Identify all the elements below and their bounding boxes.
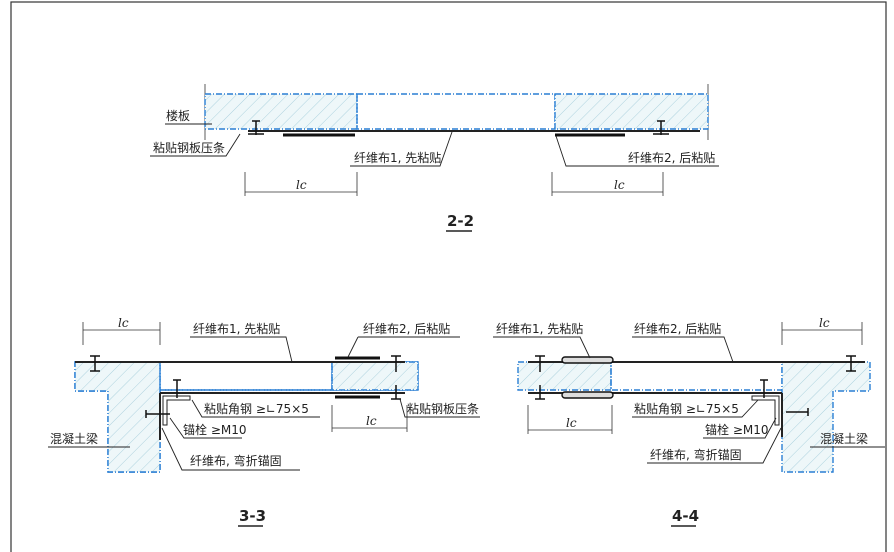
label-angle: 粘贴角钢 ≥∟75×5	[204, 401, 309, 416]
slab-opening	[356, 93, 556, 130]
section-title: 3-3	[239, 507, 266, 525]
section-3-3: lc lc 纤维布1, 先粘贴 纤维布2, 后粘贴 粘贴角钢 ≥∟75×5 锚栓…	[48, 316, 480, 527]
label-fiber1: 纤维布1, 先粘贴	[496, 321, 583, 336]
bolt-icon	[391, 355, 401, 400]
dim-label-lc: lc	[614, 178, 625, 192]
concrete-beam	[781, 361, 871, 473]
label-fiber1: 纤维布1, 先粘贴	[193, 321, 280, 336]
label-slab: 楼板	[166, 108, 190, 123]
label-angle: 粘贴角钢 ≥∟75×5	[634, 401, 739, 416]
label-fiber-anchor: 纤维布, 弯折锚固	[650, 447, 742, 462]
label-fiber-anchor: 纤维布, 弯折锚固	[190, 453, 282, 468]
dimension-lines	[244, 172, 664, 196]
section-title: 4-4	[672, 507, 699, 525]
label-plate-strip: 粘贴钢板压条	[153, 140, 225, 155]
fiber-sheet-1-overlap	[561, 356, 614, 364]
label-concrete-beam: 混凝土梁	[50, 431, 98, 446]
label-fiber1: 纤维布1, 先粘贴	[354, 150, 441, 165]
drawing-frame	[10, 1, 887, 552]
bolt-icon	[653, 120, 669, 135]
label-plate-strip: 粘贴钢板压条	[407, 401, 479, 416]
label-fiber2: 纤维布2, 后粘贴	[628, 150, 715, 165]
dim-label-lc: lc	[566, 416, 577, 430]
slab-opening	[159, 361, 333, 391]
bolt-icon	[535, 355, 545, 400]
section-title: 2-2	[447, 212, 474, 230]
steel-angle	[751, 395, 780, 426]
dim-label-lc: lc	[296, 178, 307, 192]
slab-segment	[331, 361, 419, 391]
label-fiber2: 纤维布2, 后粘贴	[634, 321, 721, 336]
label-anchor: 锚栓 ≥M10	[183, 422, 247, 437]
slab-left	[204, 93, 358, 130]
dim-label-lc: lc	[819, 316, 830, 330]
section-4-4: lc lc 纤维布1, 先粘贴 纤维布2, 后粘贴 粘贴角钢 ≥∟75×5 锚栓…	[493, 316, 885, 527]
slab-right	[554, 93, 709, 130]
label-concrete-beam: 混凝土梁	[820, 431, 868, 446]
anchor-bolt-icon	[760, 379, 809, 416]
section-2-2: 楼板 粘贴钢板压条 纤维布1, 先粘贴 纤维布2, 后粘贴 lc lc 2-2	[150, 84, 719, 232]
concrete-beam	[74, 361, 161, 473]
label-anchor: 锚栓 ≥M10	[705, 422, 769, 437]
label-fiber2: 纤维布2, 后粘贴	[363, 321, 450, 336]
slab-segment	[517, 361, 612, 391]
dim-label-lc: lc	[366, 414, 377, 428]
bolt-icon	[248, 120, 264, 135]
slab-opening	[610, 361, 783, 391]
bolt-icon	[846, 355, 856, 372]
bolt-icon	[90, 355, 100, 372]
dim-label-lc: lc	[118, 316, 129, 330]
steel-angle	[162, 395, 191, 426]
anchor-bolt-icon	[145, 379, 181, 418]
